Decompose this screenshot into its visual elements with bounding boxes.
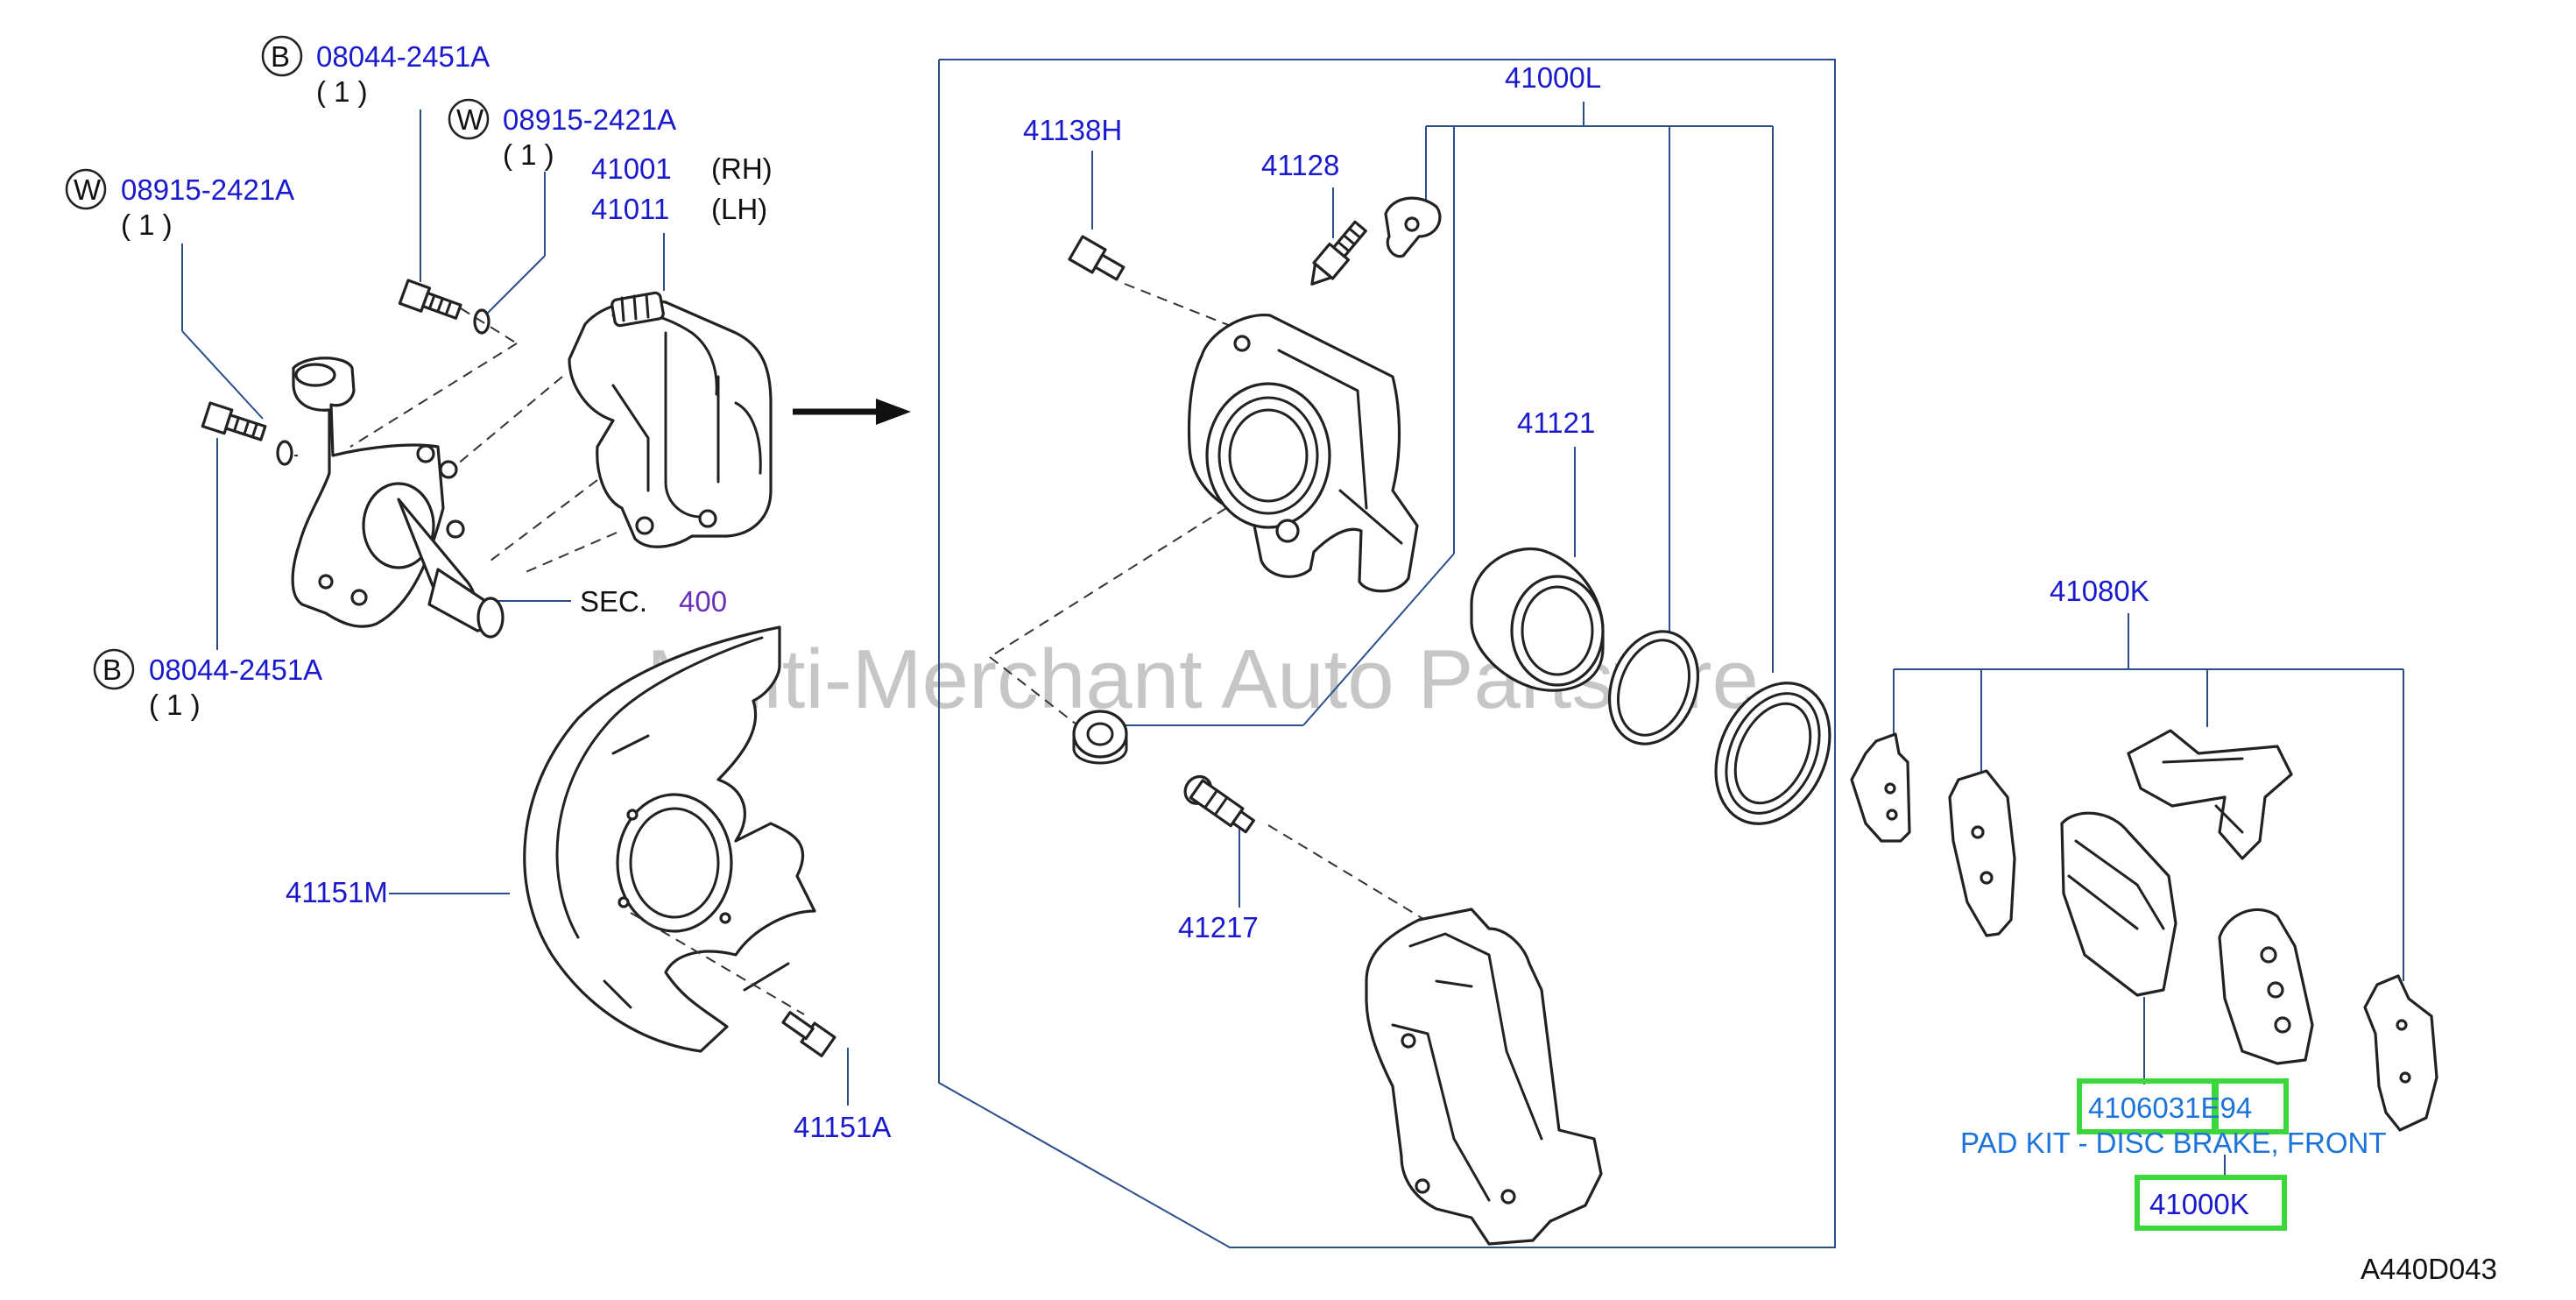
bushing-icon [1072,710,1128,765]
steering-knuckle-drawing [291,357,505,639]
part-callout-41000l[interactable]: 41000L [1505,61,1601,94]
piston-41121-icon [1470,548,1605,692]
qty-label: ( 1 ) [316,75,368,108]
part-number-link[interactable]: 4106031E94 [2088,1092,2252,1124]
part-number-label[interactable]: 08044-2451A [149,654,322,686]
marker-w-icon [448,98,490,140]
section-reference[interactable]: SEC. 400 [580,585,727,618]
part-callout-41151a[interactable]: 41151A [794,1048,891,1143]
marker-b-icon [93,648,135,690]
side-label: (LH) [711,193,767,225]
part-callout-41128[interactable]: 41128 [1261,149,1339,238]
qty-label: ( 1 ) [503,138,554,171]
piston-seal-icon [1607,630,1700,745]
marker-b-icon [261,35,303,77]
bolt-callout-bottom-b[interactable]: B 08044-2451A ( 1 ) [93,648,322,721]
caliper-bolt-41138h-icon [1068,235,1126,281]
pad-part-number-callout[interactable]: 4106031E94 [2077,1078,2289,1134]
part-number-label[interactable]: 41138H [1023,114,1122,146]
part-number-label[interactable]: 41000K [2149,1188,2249,1220]
pad-shim-outer-icon [1948,769,2016,937]
caliper-assy-callout[interactable]: 41001 (RH) 41011 (LH) [591,152,773,225]
part-number-label[interactable]: 41011 [591,193,669,225]
part-number-label[interactable]: 41151M [286,876,388,908]
part-number-label[interactable]: 41217 [1178,911,1259,943]
section-number-link[interactable]: 400 [679,585,727,618]
dashed-guide [630,912,805,1015]
dust-boot-icon [1714,682,1831,825]
marker-w-icon [65,168,107,210]
diagram-code: A440D043 [2361,1253,2497,1285]
part-number-label[interactable]: 41080K [2050,575,2149,607]
bleeder-screw-41128-icon [1310,220,1367,286]
caliper-bracket-drawing [1365,908,1603,1246]
guide-pin-41217-icon [1183,774,1255,834]
caliper-body-drawing [1187,313,1419,593]
leader-lines-left [181,110,665,650]
part-number-label[interactable]: 41151A [794,1111,891,1143]
marker-letter: B [271,40,290,73]
anti-rattle-clip-icon [2127,729,2293,860]
pad-shim-left-icon [1850,732,1911,843]
leader-lines-41080k [1893,613,2404,1179]
brake-pad-inner-icon [2060,811,2177,997]
qty-label: ( 1 ) [149,689,201,721]
washer-icon [276,440,293,466]
bolt-icon [398,279,462,320]
caliper-assembly-drawing [568,291,773,548]
qty-label: ( 1 ) [121,208,173,241]
marker-letter: W [456,103,484,136]
dashed-guides-left [294,307,618,574]
side-label: (RH) [711,152,773,185]
bolt-icon [201,401,267,442]
section-label: SEC. [580,585,647,618]
pad-description-link[interactable]: PAD KIT - DISC BRAKE, FRONT [1960,1127,2387,1159]
part-callout-41121[interactable]: 41121 [1517,406,1595,557]
dust-shield-bolt-icon [781,1011,836,1057]
dust-shield-drawing [523,625,816,1053]
brake-pad-outer-icon [2218,908,2314,1065]
part-number-label[interactable]: 41128 [1261,149,1339,181]
part-number-label[interactable]: 08044-2451A [316,40,490,73]
leader-lines-41000l [1125,102,1774,726]
right-arrow-icon [793,399,911,425]
dashed-guides-center [989,283,1437,928]
highlight-box [2213,1078,2289,1134]
part-callout-41080k[interactable]: 41080K [2050,575,2149,607]
washer-callout-w-left[interactable]: W 08915-2421A ( 1 ) [65,168,294,241]
pad-shim-right-icon [2363,974,2438,1132]
part-number-label[interactable]: 08915-2421A [503,103,676,136]
marker-letter: B [102,654,122,686]
part-callout-41151m[interactable]: 41151M [286,876,510,908]
part-callout-41217[interactable]: 41217 [1178,823,1259,943]
bolt-callout-top-b[interactable]: B 08044-2451A ( 1 ) [261,35,490,108]
part-callout-41138h[interactable]: 41138H [1023,114,1122,230]
part-number-label[interactable]: 41000L [1505,61,1601,94]
highlight-box [2135,1175,2287,1231]
bleeder-cap-icon [1384,196,1442,258]
left-hardware-drawings [201,279,490,466]
part-number-label[interactable]: 41001 [591,152,672,185]
marker-letter: W [74,173,102,206]
part-number-label[interactable]: 41121 [1517,406,1595,439]
washer-callout-w[interactable]: W 08915-2421A ( 1 ) [448,98,676,171]
part-number-label[interactable]: 08915-2421A [121,173,294,206]
caliper-exploded-frame [938,59,1836,1248]
pad-kit-code-callout[interactable]: 41000K [2135,1175,2287,1231]
